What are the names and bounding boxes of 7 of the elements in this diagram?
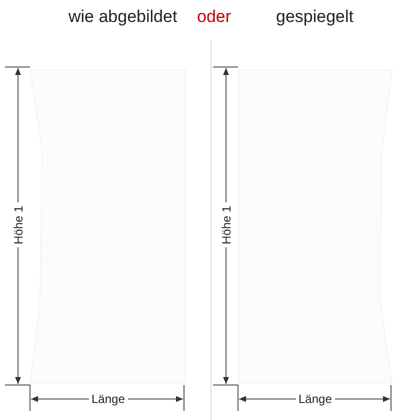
heading-text: oder [197, 7, 232, 27]
dimension-label: Länge [296, 392, 335, 406]
dimension-label: Länge [88, 392, 128, 406]
dimension-label: Höhe 1 [10, 202, 25, 248]
heading-text: gespiegelt [276, 7, 354, 27]
dimension-label: Höhe 1 [218, 202, 233, 248]
heading-text: wie abgebildet [68, 7, 178, 27]
